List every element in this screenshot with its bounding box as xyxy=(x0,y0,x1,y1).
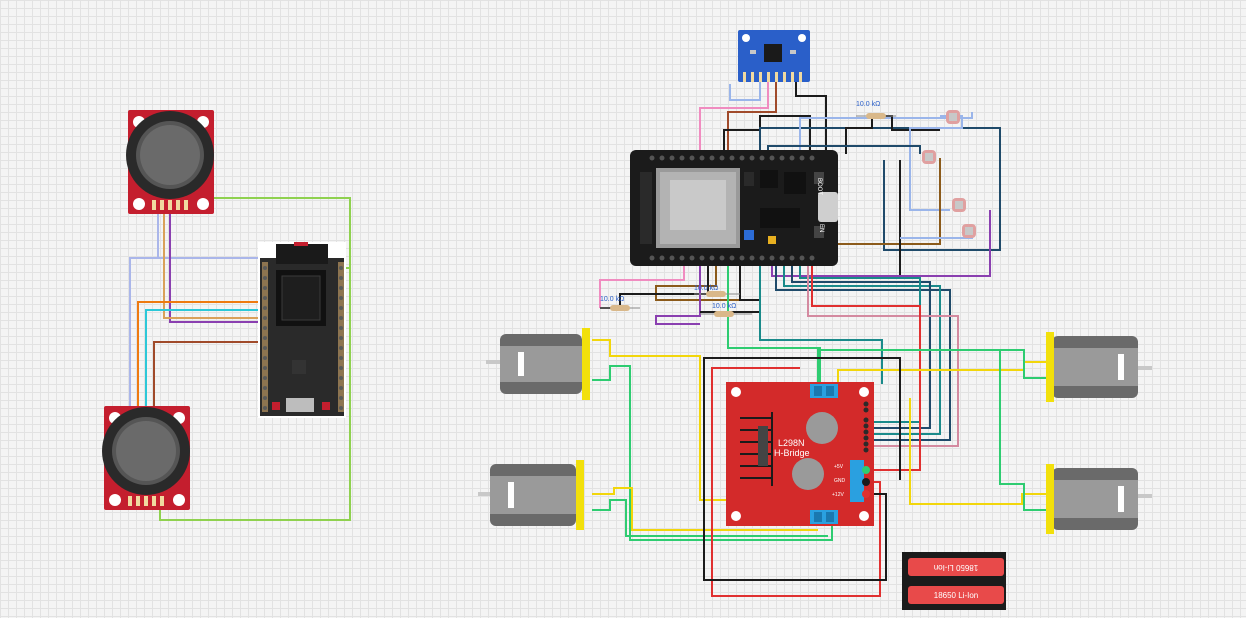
resistor-2: 10.0 kΩ xyxy=(600,296,640,311)
esp32-bottom-pins xyxy=(649,255,815,261)
wire-green-1 xyxy=(727,264,821,384)
wire-teal-2 xyxy=(783,264,941,435)
dc-motor-4 xyxy=(1046,464,1152,534)
wire-brown-gyro xyxy=(727,82,777,160)
l298n-pin-gnd: GND xyxy=(834,478,846,484)
joystick-bottom xyxy=(102,406,190,510)
dc-motor-3 xyxy=(1046,332,1152,402)
l298n-pin-5v: +5V xyxy=(834,464,844,470)
esp32-board: BOOT EN xyxy=(630,150,838,266)
wire-pink-2 xyxy=(807,264,959,447)
en-label: EN xyxy=(818,224,824,232)
wire-purple-right xyxy=(771,210,991,277)
gyro-sensor-module xyxy=(738,30,810,82)
microcontroller-board-left xyxy=(258,242,346,418)
wire-purple-left xyxy=(169,210,262,323)
l298n-pin-12v: +12V xyxy=(832,492,844,498)
resistor-3: 10.0 kΩ xyxy=(694,285,740,297)
wire-black-top xyxy=(845,115,940,154)
wire-lightblue-top xyxy=(799,112,973,156)
l298n-h-bridge: L298N H-Bridge +5V GND +12V xyxy=(726,382,874,526)
wire-green-m2 xyxy=(592,499,828,537)
ldr-3 xyxy=(952,198,966,212)
wire-pink-res xyxy=(599,264,685,308)
resistor-3-label: 10.0 kΩ xyxy=(694,285,718,292)
ldr-1 xyxy=(946,110,960,124)
wire-green-m1 xyxy=(592,365,833,541)
wire-lightblue-gyro xyxy=(729,82,761,101)
resistor-1-label: 10.0 kΩ xyxy=(856,101,880,108)
wire-teal-3 xyxy=(799,264,921,423)
resistor-2-label: 10.0 kΩ xyxy=(600,296,624,303)
wire-green-m3 xyxy=(817,349,1046,386)
wire-brown-res xyxy=(655,264,740,301)
wire-purple-res xyxy=(655,264,701,325)
wire-red-power xyxy=(711,367,881,597)
battery-cell-2-label: 18650 Li-Ion xyxy=(934,591,978,600)
wire-navy-3 xyxy=(775,264,951,441)
battery-pack: 18650 Li-Ion 18650 Li-Ion xyxy=(902,552,1006,610)
battery-cell-1-label: 18650 Li-Ion xyxy=(934,563,978,572)
wire-lightblue-3 xyxy=(900,234,973,239)
wire-black-power xyxy=(703,357,901,581)
wire-yellow-m2 xyxy=(592,487,818,531)
resistor-1: 10.0 kΩ xyxy=(856,101,896,119)
wire-black2 xyxy=(723,115,811,160)
resistor-4: 10.0 kΩ xyxy=(700,303,752,317)
wire-teal-1 xyxy=(759,264,883,384)
boot-label: BOOT xyxy=(816,178,822,195)
wire-navy-4 xyxy=(791,264,931,429)
dc-motor-2 xyxy=(478,460,584,530)
wire-tan-left xyxy=(163,210,262,319)
wire-green-m4 xyxy=(820,349,1046,511)
esp32-top-pins xyxy=(649,155,815,161)
wire-navy xyxy=(759,127,1001,251)
ldr-4 xyxy=(962,224,976,238)
ldr-2 xyxy=(922,150,936,164)
joystick-top xyxy=(126,110,214,214)
wires xyxy=(129,82,1046,597)
resistor-4-label: 10.0 kΩ xyxy=(712,303,736,310)
dc-motor-1 xyxy=(486,328,590,400)
l298n-subtitle: H-Bridge xyxy=(774,448,810,458)
wire-yellow-m4 xyxy=(909,398,1046,505)
wire-red-esp xyxy=(811,264,921,471)
l298n-title: L298N xyxy=(778,438,805,448)
wire-pink-gyro xyxy=(699,82,769,158)
